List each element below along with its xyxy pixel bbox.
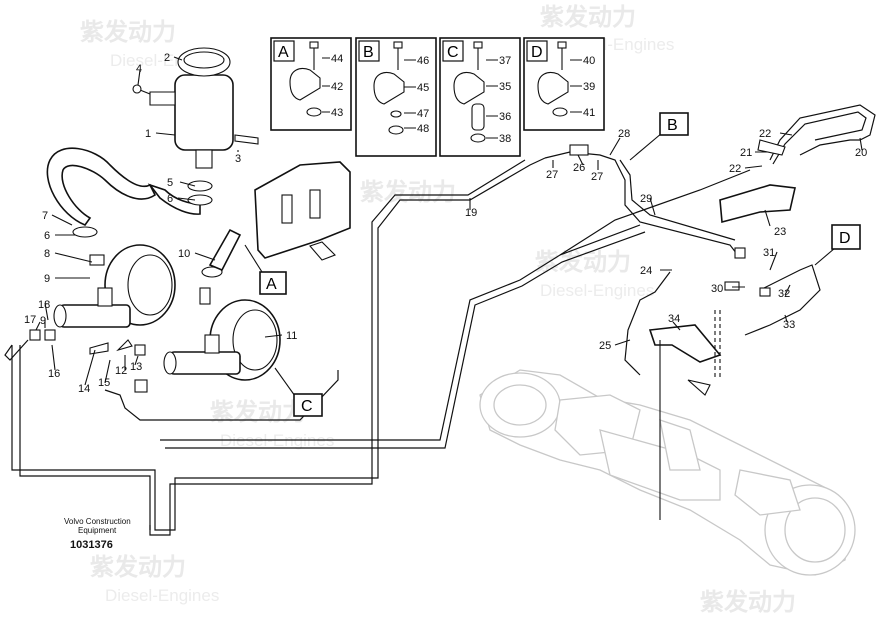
part-number: 27: [546, 169, 558, 181]
part-number: 6: [44, 230, 50, 242]
watermark-cn: 紫发动力: [80, 18, 176, 46]
mounting-bracket: [254, 161, 351, 261]
part-number: 42: [331, 81, 343, 93]
part-number: 16: [48, 368, 60, 380]
leader-lines: [35, 56, 863, 386]
part-number: 36: [499, 111, 511, 123]
part-number: 9: [44, 273, 50, 285]
callout-flag-A: A: [244, 244, 287, 295]
callout-letter: A: [266, 276, 277, 293]
part-number: 32: [778, 288, 790, 300]
callout-flag-C: C: [274, 367, 323, 417]
part-number: 38: [499, 133, 511, 145]
watermark-cn: 紫发动力: [360, 178, 456, 206]
part-number: 48: [417, 123, 429, 135]
watermark-en: Diesel-Engines: [540, 281, 654, 300]
part-number: 1: [145, 128, 151, 140]
reservoir-hose: [46, 147, 201, 226]
detail-box-letter: A: [278, 44, 289, 61]
part-number: 35: [499, 81, 511, 93]
part-number: 45: [417, 82, 429, 94]
part-number: 5: [167, 177, 173, 189]
dashed-guide: [714, 310, 721, 380]
part-number: 14: [78, 383, 90, 395]
part-number: 43: [331, 107, 343, 119]
callout-flag-B: B: [629, 112, 689, 161]
watermark-cn: 紫发动力: [535, 248, 631, 276]
part-number: 24: [640, 265, 652, 277]
callout-letter: B: [667, 117, 678, 134]
part-number: 3: [235, 153, 241, 165]
hose-clamps: [72, 180, 223, 278]
part-number: 10: [178, 248, 190, 260]
short-hose: [208, 228, 242, 272]
watermark-cn: 紫发动力: [90, 553, 186, 581]
callout-flag-D: D: [814, 224, 861, 266]
watermark-en: Diesel-Engines: [105, 586, 219, 605]
part-number: 25: [599, 340, 611, 352]
part-number: 29: [640, 193, 652, 205]
pipe-bracket-23: [719, 184, 796, 224]
watermark-cn: 紫发动力: [700, 588, 796, 616]
watermark-cn: 紫发动力: [210, 398, 306, 426]
fluid-reservoir: [132, 47, 259, 169]
detail-box-letter: B: [363, 44, 374, 61]
footer-brand-line2: Equipment: [78, 526, 117, 535]
diagram-footer: Volvo Construction Equipment 1031376: [64, 517, 131, 551]
detail-box-letter: D: [531, 44, 543, 61]
part-number: 47: [417, 108, 429, 120]
brake-pipes: [4, 104, 876, 536]
detail-box-D: D 40 39 41: [523, 37, 605, 131]
part-number: 6: [167, 193, 173, 205]
brake-booster-left: [53, 244, 176, 328]
footer-brand: Volvo Construction: [64, 517, 131, 526]
pipe-bracket-34: [648, 324, 722, 363]
part-number: 23: [774, 226, 786, 238]
part-number: 7: [42, 210, 48, 222]
part-number: 19: [465, 207, 477, 219]
part-number: 46: [417, 55, 429, 67]
part-number: 11: [286, 330, 297, 342]
brake-booster-right: [163, 287, 281, 381]
part-number: 41: [583, 107, 595, 119]
part-number: 30: [711, 283, 723, 295]
part-number: 31: [763, 247, 775, 259]
callout-letter: C: [301, 398, 313, 415]
part-number: 44: [331, 53, 343, 65]
rear-axle-outline: [479, 369, 856, 576]
part-number: 28: [618, 128, 630, 140]
part-number: 12: [115, 365, 127, 377]
part-number: 22: [759, 128, 771, 140]
part-number: 20: [855, 147, 867, 159]
part-number: 26: [573, 162, 585, 174]
drawing-number: 1031376: [70, 539, 113, 551]
detail-box-B: B 46 45 47 48: [355, 37, 437, 157]
part-number: 37: [499, 55, 511, 67]
part-number: 15: [98, 377, 110, 389]
part-number: 13: [130, 361, 142, 373]
part-number: 18: [38, 299, 50, 311]
part-number: 21: [740, 147, 752, 159]
watermark-cn: 紫发动力: [540, 3, 636, 31]
part-number: 4: [136, 63, 142, 75]
part-number: 22: [729, 163, 741, 175]
part-number-labels: 1 2 3 4 5 6 7 6 8 9 10 11 12 13 14 15 16…: [24, 52, 867, 395]
part-number: 27: [591, 171, 603, 183]
detail-box-letter: C: [447, 44, 459, 61]
detail-box-C: C 37 35 36 38: [439, 37, 521, 157]
part-number: 40: [583, 55, 595, 67]
part-number: 9: [40, 315, 46, 327]
part-number: 34: [668, 313, 680, 325]
part-number: 17: [24, 314, 36, 326]
small-fittings: [29, 139, 786, 396]
part-number: 2: [164, 52, 170, 64]
callout-letter: D: [839, 230, 851, 247]
part-number: 8: [44, 248, 50, 260]
part-number: 33: [783, 319, 795, 331]
detail-box-A: A 44 42 43: [270, 37, 352, 131]
part-number: 39: [583, 81, 595, 93]
